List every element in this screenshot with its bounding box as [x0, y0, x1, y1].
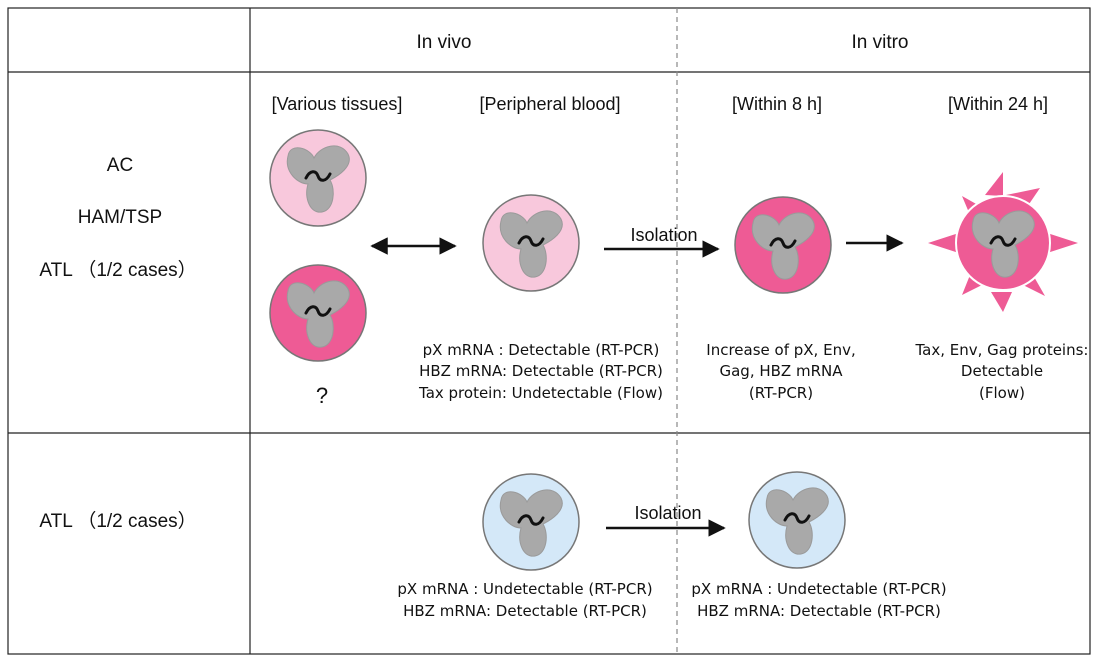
note-line: pX mRNA : Detectable (RT-PCR)	[423, 341, 660, 359]
row2-in-vitro-notes: pX mRNA : Undetectable (RT-PCR) HBZ mRNA…	[691, 580, 946, 620]
note-line: pX mRNA : Undetectable (RT-PCR)	[397, 580, 652, 598]
note-line: HBZ mRNA: Detectable (RT-PCR)	[697, 602, 941, 620]
peripheral-blood-notes: pX mRNA : Detectable (RT-PCR) HBZ mRNA: …	[418, 341, 663, 402]
isolation-label-row1: Isolation	[630, 225, 697, 245]
row1-label-ac: AC	[107, 155, 133, 176]
stage-within-24h: [Within 24 h]	[948, 94, 1048, 114]
note-line: Detectable	[961, 362, 1043, 380]
row1-label-atl: ATL （1/2 cases）	[39, 259, 196, 281]
note-line: Tax protein: Undetectable (Flow)	[418, 384, 663, 402]
stage-various-tissues: [Various tissues]	[272, 94, 403, 114]
note-line: Gag, HBZ mRNA	[719, 362, 843, 380]
note-line: HBZ mRNA: Detectable (RT-PCR)	[419, 362, 663, 380]
stage-within-8h: [Within 8 h]	[732, 94, 822, 114]
note-line: Increase of pX, Env,	[706, 341, 855, 359]
within-24h-notes: Tax, Env, Gag proteins: Detectable (Flow…	[915, 341, 1089, 402]
row2-label-atl: ATL （1/2 cases）	[39, 510, 196, 532]
note-line: (Flow)	[979, 384, 1025, 402]
cell-light-blue-in-vivo	[482, 473, 580, 571]
cell-within-8h	[734, 196, 832, 294]
table-grid	[7, 7, 1091, 655]
note-line: Tax, Env, Gag proteins:	[915, 341, 1089, 359]
stage-peripheral-blood: [Peripheral blood]	[479, 94, 620, 114]
note-line: HBZ mRNA: Detectable (RT-PCR)	[403, 602, 647, 620]
question-mark: ?	[316, 383, 328, 408]
note-line: (RT-PCR)	[749, 384, 813, 402]
header-in-vivo: In vivo	[417, 32, 472, 53]
cell-within-24h-activated	[928, 172, 1078, 312]
header-in-vitro: In vitro	[851, 32, 908, 53]
within-8h-notes: Increase of pX, Env, Gag, HBZ mRNA (RT-P…	[706, 341, 855, 402]
note-line: pX mRNA : Undetectable (RT-PCR)	[691, 580, 946, 598]
cell-hot-pink-tissue	[269, 264, 367, 362]
cell-light-blue-in-vitro	[748, 471, 846, 569]
row1-label-ham-tsp: HAM/TSP	[78, 207, 162, 228]
cell-peripheral-blood	[482, 194, 580, 292]
cell-light-pink-tissue	[269, 129, 367, 227]
row2-in-vivo-notes: pX mRNA : Undetectable (RT-PCR) HBZ mRNA…	[397, 580, 652, 620]
isolation-label-row2: Isolation	[634, 503, 701, 523]
